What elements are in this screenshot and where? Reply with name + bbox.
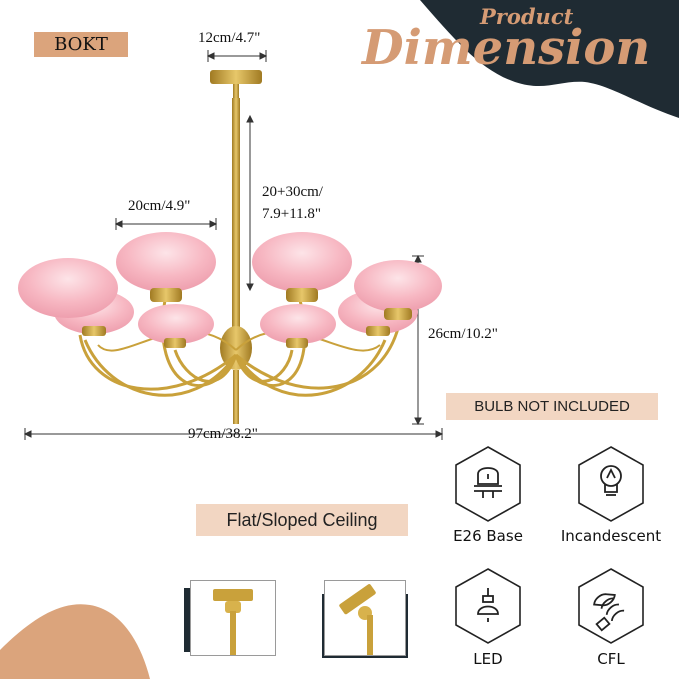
title-dimension: Dimension [362,20,651,76]
fixture-width-label: 97cm/38.2" [188,426,258,442]
feature-label-incandescent: Incandescent [560,527,662,545]
sloped-mount-illustration [339,584,376,659]
ceiling-type-badge: Flat/Sloped Ceiling [196,504,408,536]
e26-base-icon [474,467,502,498]
feature-label-led: LED [473,650,503,668]
flat-mount-illustration [213,589,253,655]
title-product: Product [480,4,574,29]
feature-label-e26: E26 Base [453,527,523,545]
led-bulb-icon [477,588,499,622]
sloped-ceiling-thumbnail [324,580,406,659]
rod-length-label-line2: 7.9+11.8" [262,206,322,222]
rod-length-label-line1: 20+30cm/ [262,184,323,200]
brand-logo: BOKT [34,32,128,57]
incandescent-bulb-icon [600,465,622,496]
bulb-not-included-badge: BULB NOT INCLUDED [446,393,658,420]
shade-width-label: 20cm/4.9" [128,198,191,214]
flat-ceiling-thumbnail [190,580,276,656]
cfl-bulb-icon [593,593,625,632]
canopy-width-label: 12cm/4.7" [198,30,261,46]
feature-label-cfl: CFL [597,650,625,668]
fixture-height-label: 26cm/10.2" [428,326,498,342]
